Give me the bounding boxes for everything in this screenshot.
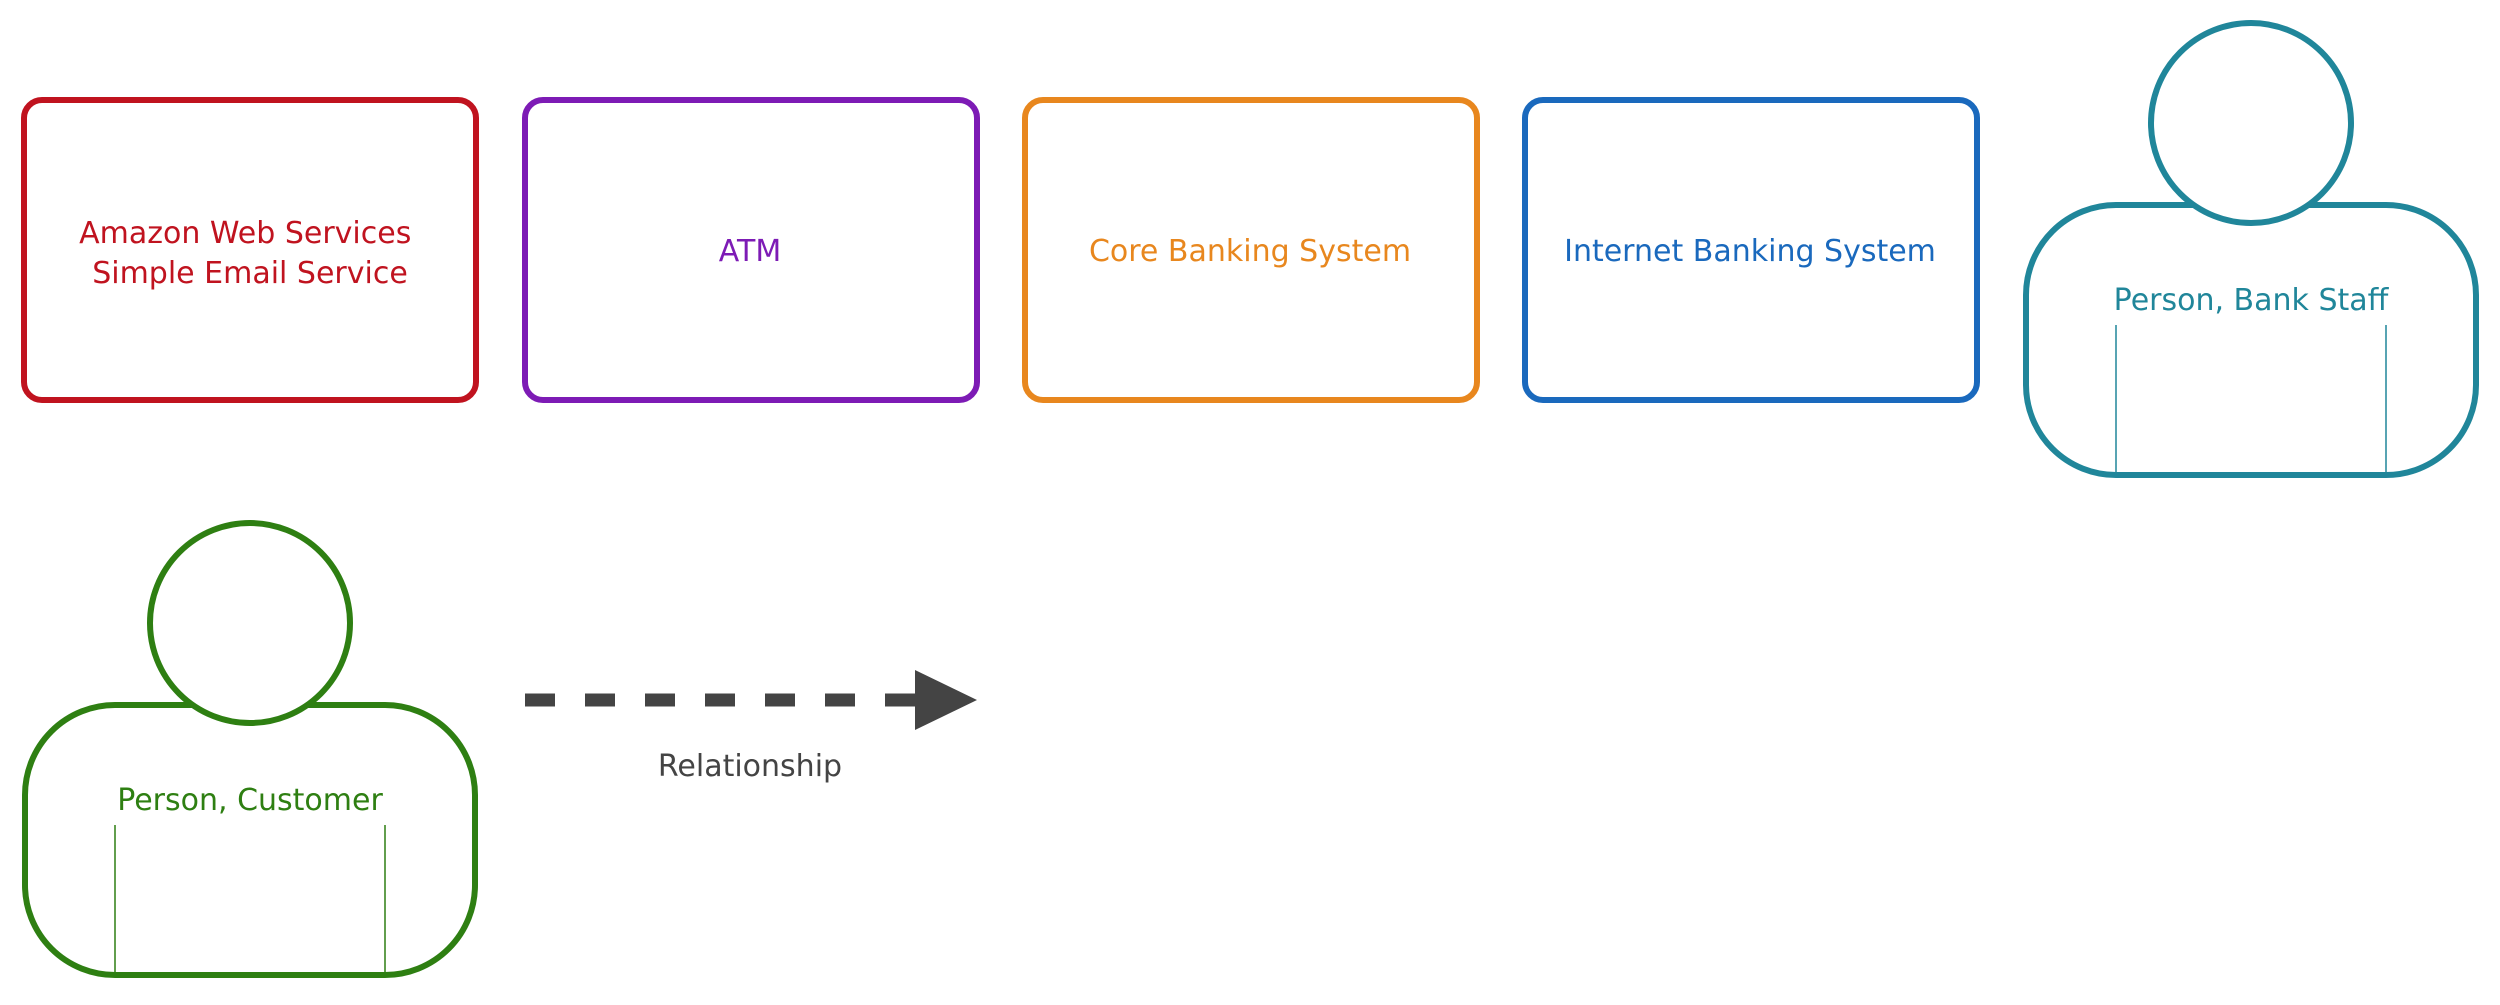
relationship-legend[interactable]: Relationship: [525, 670, 977, 784]
core-banking-box: [1022, 97, 1480, 403]
internet-banking-label: Internet Banking System: [1564, 234, 1936, 269]
atm-label: ATM: [719, 234, 781, 269]
core-banking-element[interactable]: Core Banking System: [1022, 97, 1480, 403]
core-banking-label-line-1: Core Banking System: [1089, 234, 1411, 269]
customer-body: [22, 702, 478, 978]
customer-element[interactable]: Person, Customer: [22, 520, 478, 978]
atm-label-line-1: ATM: [719, 234, 781, 269]
atm-box: [522, 97, 980, 403]
internet-banking-element[interactable]: Internet Banking System: [1522, 97, 1980, 403]
aws-ses-label-line-1: Amazon Web Services: [79, 216, 411, 251]
bank-staff-label: Person, Bank Staff: [2114, 283, 2390, 318]
bank-staff-head: [2148, 20, 2354, 226]
customer-label: Person, Customer: [117, 783, 383, 818]
internet-banking-label-line-1: Internet Banking System: [1564, 234, 1936, 269]
internet-banking-box: [1522, 97, 1980, 403]
aws-ses-label: Amazon Web Services Simple Email Service: [79, 216, 421, 291]
customer-head: [147, 520, 353, 726]
aws-ses-box: [21, 97, 479, 403]
aws-ses-element[interactable]: Amazon Web Services Simple Email Service: [21, 97, 479, 403]
relationship-arrowhead: [915, 670, 977, 730]
bank-staff-body: [2023, 202, 2479, 478]
atm-element[interactable]: ATM: [522, 97, 980, 403]
bank-staff-label-line-1: Person, Bank Staff: [2114, 283, 2390, 318]
relationship-label: Relationship: [658, 749, 842, 784]
aws-ses-label-line-2: Simple Email Service: [92, 256, 408, 291]
bank-staff-element[interactable]: Person, Bank Staff: [2023, 20, 2479, 478]
customer-label-line-1: Person, Customer: [117, 783, 383, 818]
core-banking-label: Core Banking System: [1089, 234, 1411, 269]
